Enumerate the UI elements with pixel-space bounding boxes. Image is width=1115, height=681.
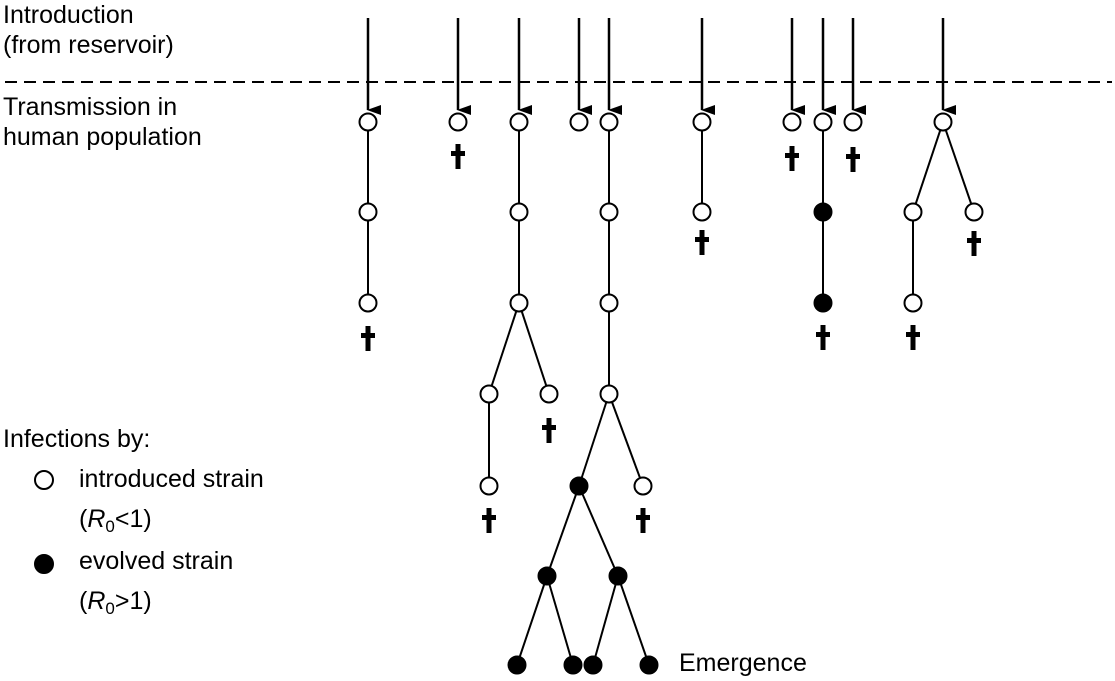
- transmission-label: Transmission in human population: [3, 93, 202, 151]
- dead-end-cross-icons: [361, 144, 981, 533]
- evolved-strain-legend-icon: [34, 554, 54, 574]
- transmission-links: [367, 121, 975, 666]
- evolved-strain-r0: (R0>1): [79, 587, 152, 618]
- introduction-arrows: [366, 18, 956, 115]
- legend-title: Infections by:: [3, 425, 151, 453]
- introduced-strain-infections: [358, 112, 984, 496]
- introduced-strain-r0: (R0<1): [79, 505, 152, 536]
- introduced-strain-legend-icon: [34, 470, 54, 490]
- introduction-label: Introduction (from reservoir): [3, 1, 174, 59]
- evolved-strain-label: evolved strain: [79, 547, 234, 575]
- introduced-strain-label: introduced strain: [79, 465, 264, 493]
- emergence-label: Emergence: [679, 649, 807, 677]
- evolved-strain-infections: [507, 202, 833, 675]
